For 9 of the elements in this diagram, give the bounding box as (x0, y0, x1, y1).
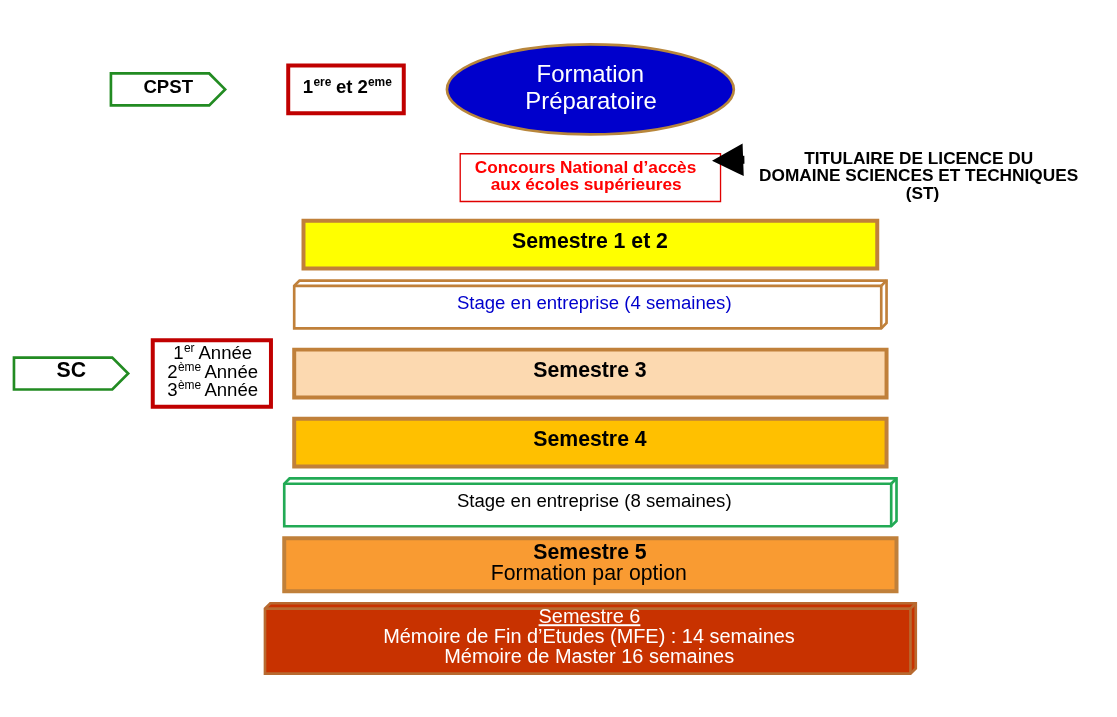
node-box: Semestre 5 Formation par option (282, 535, 899, 593)
node-text: TITULAIRE DE LICENCE DU DOMAINE SCIENCES ET TECHNIQUES (ST) (759, 147, 1079, 203)
node-box: 1$^{er}$ Année 2$^{ème}$ Année 3$^{ème}$ Année (150, 337, 273, 409)
node-box: Concours National d’accès aux écoles supérieures (459, 152, 722, 202)
node-box: Semestre 3 (292, 347, 889, 399)
node-ellipse: Formation Préparatoire (445, 42, 736, 136)
node-box: 1$^{ere}$ et 2$^{eme}$ (286, 63, 406, 115)
node-box: Semestre 4 (292, 416, 889, 468)
node-box: Semestre 1 et 2 (301, 218, 880, 271)
